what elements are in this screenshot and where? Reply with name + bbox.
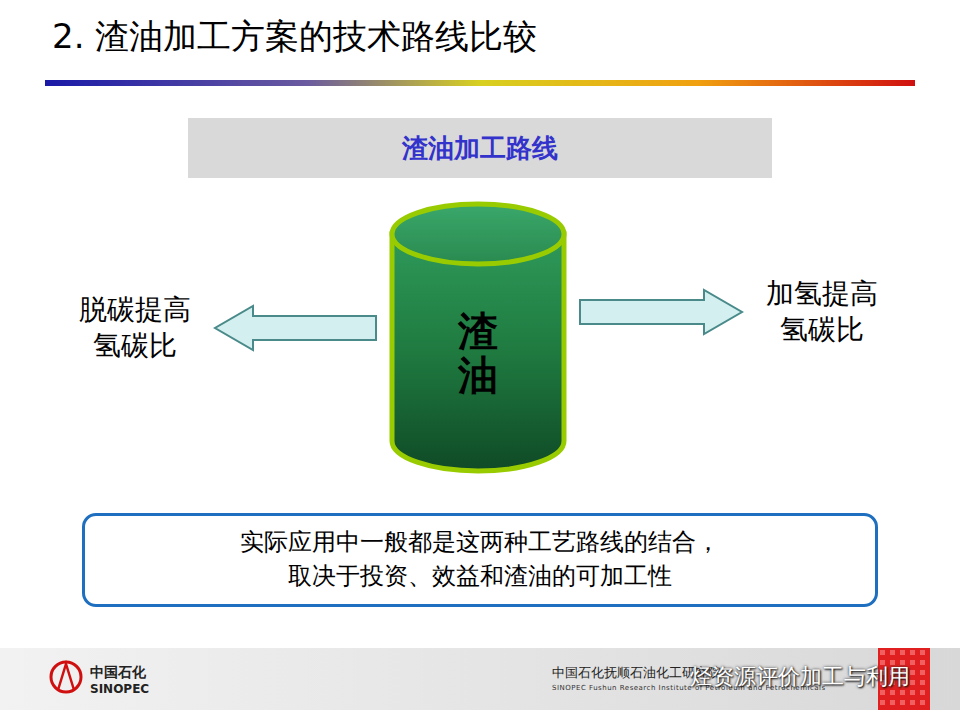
heading-band: 渣油加工路线 xyxy=(188,118,772,178)
sinopec-logo xyxy=(51,662,81,692)
watermark: 烃资源评价加工与利用 xyxy=(690,662,910,692)
route-text: 加氢提高氢碳比 xyxy=(754,276,890,349)
route-text: 脱碳提高氢碳比 xyxy=(67,292,203,365)
cylinder-label: 渣油 xyxy=(458,309,498,397)
block-arrow xyxy=(580,290,742,334)
heading-text: 渣油加工路线 xyxy=(402,131,558,166)
slide-title: 2. 渣油加工方案的技术路线比较 xyxy=(52,14,537,60)
logo-text: SINOPEC xyxy=(90,682,149,696)
note-text: 实际应用中一般都是这两种工艺路线的结合， 取决于投资、效益和渣油的可加工性 xyxy=(230,526,730,593)
note-box: 实际应用中一般都是这两种工艺路线的结合， 取决于投资、效益和渣油的可加工性 xyxy=(82,513,878,606)
block-arrow xyxy=(215,306,376,350)
footer-band xyxy=(0,648,960,710)
logo-text: 中国石化 xyxy=(90,664,146,682)
route-text: 加氢提高氢碳比 xyxy=(752,274,892,351)
route-text: 脱碳提高氢碳比 xyxy=(65,290,205,367)
title-rule xyxy=(45,80,915,86)
residue-cylinder: 渣油 xyxy=(388,200,568,475)
